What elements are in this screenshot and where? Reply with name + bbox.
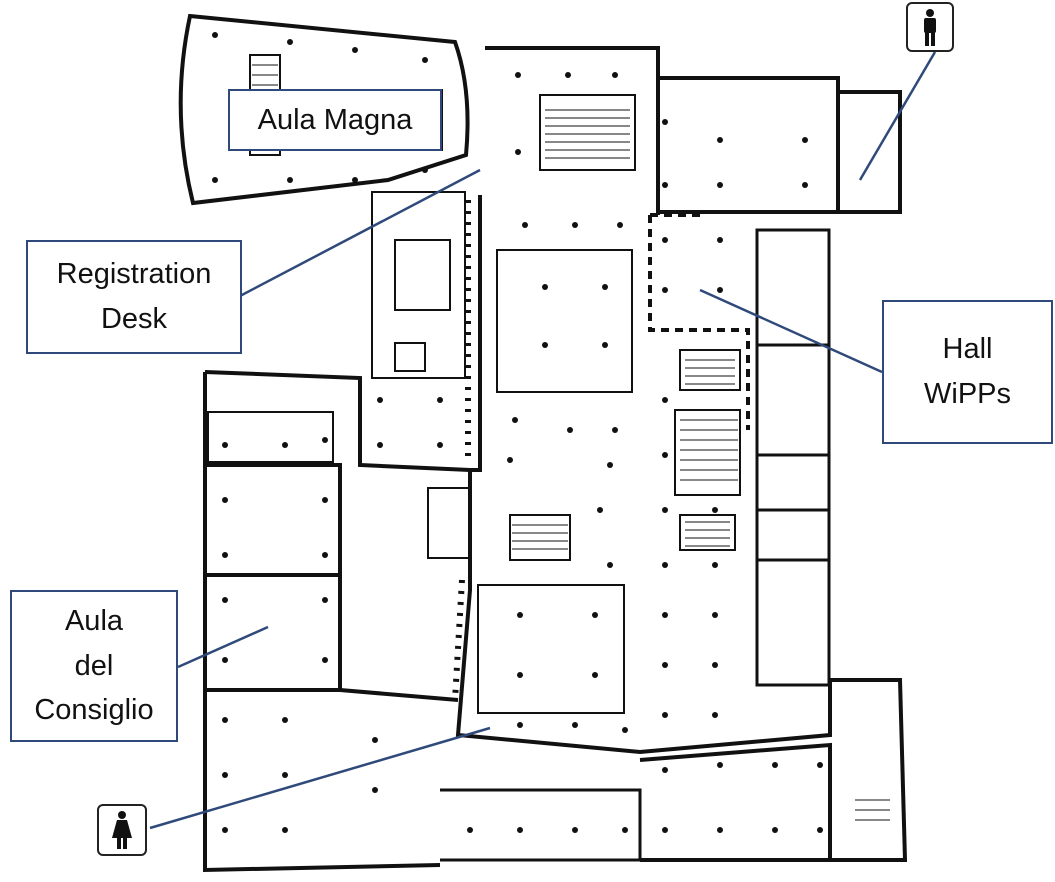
hall-callout-line bbox=[699, 288, 883, 374]
aula-magna-wing bbox=[178, 13, 470, 206]
building-walls bbox=[178, 13, 908, 873]
registration-callout-line bbox=[239, 168, 481, 298]
consiglio-line-3: Consiglio bbox=[34, 694, 154, 727]
registration-desk-label: Registration Desk bbox=[26, 240, 242, 354]
bottom-strip bbox=[440, 788, 642, 862]
aula-magna-label: Aula Magna bbox=[228, 89, 442, 151]
consiglio-line-2: del bbox=[74, 649, 114, 682]
men-restroom-callout-line bbox=[858, 51, 937, 181]
main-hall-outline bbox=[455, 195, 900, 755]
consiglio-callout-line bbox=[177, 625, 269, 669]
left-wing bbox=[204, 370, 471, 472]
interior-rooms bbox=[207, 54, 741, 714]
hall-line-2: WiPPs bbox=[924, 378, 1011, 410]
registration-line-1: Registration bbox=[56, 258, 212, 291]
consiglio-line-1: Aula bbox=[64, 604, 124, 637]
woman-restroom-icon bbox=[97, 804, 147, 856]
central-top-block bbox=[485, 46, 660, 215]
right-rooms bbox=[755, 228, 831, 687]
wipps-zone-outline bbox=[648, 213, 750, 430]
man-restroom-icon bbox=[906, 2, 954, 52]
restroom-block-bottom bbox=[830, 678, 908, 862]
women-restroom-callout-line bbox=[149, 726, 491, 830]
windows bbox=[452, 200, 471, 701]
registration-line-2: Desk bbox=[100, 303, 168, 335]
hall-wipps-label: Hall WiPPs bbox=[882, 300, 1053, 444]
callout-lines bbox=[149, 51, 937, 830]
hall-line-1: Hall bbox=[942, 333, 993, 366]
aula-magna-text: Aula Magna bbox=[257, 103, 413, 136]
stairs bbox=[252, 64, 890, 821]
columns bbox=[212, 32, 823, 833]
aula-consiglio-label: Aula del Consiglio bbox=[10, 590, 178, 742]
restroom-block-top bbox=[838, 90, 902, 214]
